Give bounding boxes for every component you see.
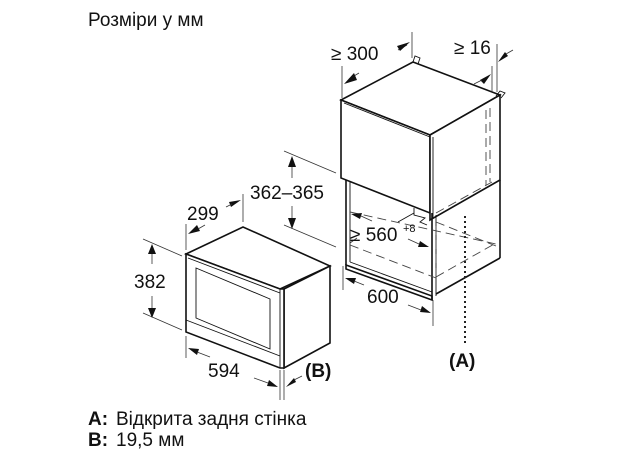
wall-cabinet <box>339 55 506 345</box>
appliance-microwave <box>183 226 332 370</box>
svg-text:B:: B: <box>88 430 108 451</box>
dim-cabinet-side-gap: ≥ 16 <box>454 38 491 59</box>
diagram-title: Розміри у мм <box>88 10 204 31</box>
dim-opening-height: 362–365 <box>250 183 324 204</box>
svg-text:Відкрита задня стінка: Відкрита задня стінка <box>116 409 307 430</box>
legend-item-a: A: Відкрита задня стінка <box>88 409 307 430</box>
svg-text:+8: +8 <box>403 223 416 235</box>
label-b: (B) <box>305 361 331 382</box>
label-a: (A) <box>449 351 475 372</box>
svg-text:A:: A: <box>88 409 108 430</box>
legend-item-b: B: 19,5 мм <box>88 430 184 451</box>
dim-cabinet-width: 600 <box>367 287 399 308</box>
dim-appliance-depth: 299 <box>187 204 219 225</box>
svg-text:≥ 560: ≥ 560 <box>350 225 397 246</box>
legend: A: Відкрита задня стінка B: 19,5 мм <box>88 409 307 451</box>
dim-cabinet-top-depth: ≥ 300 <box>331 44 378 65</box>
dim-appliance-height: 382 <box>134 272 166 293</box>
dimension-lines <box>142 32 514 400</box>
dim-appliance-width: 594 <box>208 361 240 382</box>
dim-opening-width: ≥ 560 +8 <box>350 223 416 246</box>
svg-text:19,5 мм: 19,5 мм <box>116 430 184 451</box>
